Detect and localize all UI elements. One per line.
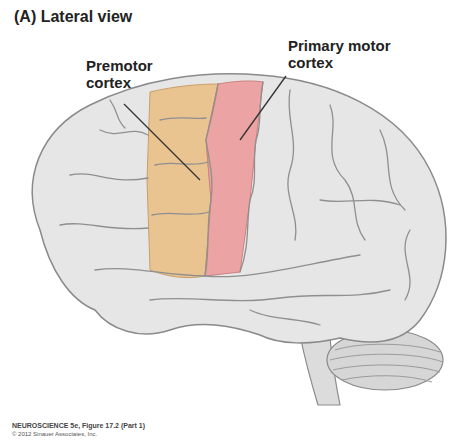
figure-credit: NEUROSCIENCE 5e, Figure 17.2 (Part 1) xyxy=(12,422,312,430)
sulci xyxy=(60,82,410,325)
premotor-region xyxy=(147,84,218,278)
leader-lines xyxy=(124,76,286,180)
cerebrum xyxy=(32,74,446,343)
region-label: Primary motor cortex xyxy=(288,38,400,72)
copyright-note: © 2012 Sinauer Associates, Inc. xyxy=(12,431,312,438)
cerebellum-folia xyxy=(330,344,443,382)
primary-motor-region xyxy=(205,81,263,276)
leader-line xyxy=(240,76,286,140)
panel-title: (A) Lateral view xyxy=(14,8,132,26)
leader-line xyxy=(124,104,200,180)
region-label: Premotor cortex xyxy=(86,58,164,92)
